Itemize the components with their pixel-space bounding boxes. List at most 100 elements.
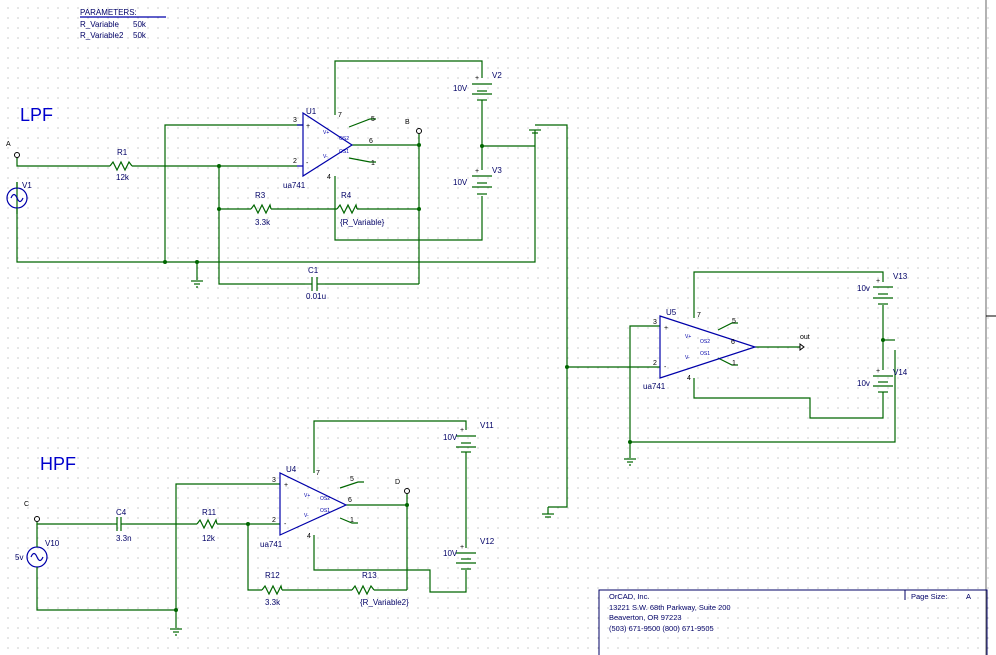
svg-text:6: 6	[369, 138, 373, 145]
part-value: 0.01u	[306, 292, 326, 301]
part-ref: U5	[666, 308, 677, 317]
net-marker-out[interactable]: out	[799, 334, 810, 351]
part-value: 10V	[453, 178, 468, 187]
part-value: 12k	[116, 173, 130, 182]
ground-symbol	[624, 458, 636, 466]
dc-source-v14[interactable]: + V14 10v	[857, 368, 908, 393]
svg-text:-: -	[306, 160, 309, 167]
title-address2: Beaverton, OR 97223	[609, 613, 682, 622]
title-phone: (503) 671-9500 (800) 671-9505	[609, 624, 714, 633]
part-ref: R12	[265, 571, 280, 580]
part-value: 3.3k	[265, 598, 281, 607]
opamp-u4[interactable]: U4 ua741 3 2 7 4 5 6 1 + - V+ V- OS2 OS1	[260, 465, 354, 549]
page-size-value: A	[966, 592, 971, 601]
part-ref: V1	[22, 181, 32, 190]
page-size-label: Page Size:	[911, 592, 947, 601]
resistor-r12[interactable]: R12 3.3k	[261, 571, 283, 607]
resistor-r3[interactable]: R3 3.3k	[250, 191, 272, 227]
svg-text:OS2: OS2	[339, 136, 349, 142]
opamp-u1[interactable]: U1 ua741 3 2 7 4 5 6 1 + - V+ V- OS2 OS1	[283, 107, 375, 190]
dc-source-v11[interactable]: + V11 10V	[443, 421, 494, 453]
capacitor-c1[interactable]: C1 0.01u	[305, 266, 326, 301]
part-ref: U4	[286, 465, 297, 474]
part-value: 10V	[453, 84, 468, 93]
param-name: R_Variable	[80, 20, 120, 29]
part-ref: V11	[480, 421, 494, 430]
title-block: OrCAD, Inc. 13221 S.W. 68th Parkway, Sui…	[598, 589, 988, 655]
lpf-wires	[16, 60, 568, 508]
part-value: 10V	[443, 433, 458, 442]
part-ref: R4	[341, 191, 352, 200]
svg-text:+: +	[284, 482, 288, 489]
dc-source-v3[interactable]: + V3 10V	[453, 166, 502, 195]
ac-source-v1[interactable]: V1	[6, 181, 32, 214]
ground-symbol	[191, 280, 203, 288]
svg-text:2: 2	[272, 517, 276, 524]
resistor-r4[interactable]: R4 {R_Variable}	[336, 191, 385, 227]
svg-text:1: 1	[350, 517, 354, 524]
capacitor-c4[interactable]: C4 3.3n	[112, 508, 132, 543]
svg-text:OS1: OS1	[320, 508, 330, 514]
svg-text:V+: V+	[685, 334, 691, 340]
net-marker-b[interactable]: B	[405, 119, 422, 134]
svg-text:V-: V-	[685, 355, 690, 361]
dc-source-v2[interactable]: + V2 10V	[453, 71, 502, 101]
part-value: 3.3k	[255, 218, 271, 227]
resistor-r13[interactable]: R13 {R_Variable2}	[351, 571, 409, 607]
plus-sign: +	[876, 368, 880, 375]
param-name: R_Variable2	[80, 31, 124, 40]
svg-text:3: 3	[653, 319, 657, 326]
parameters-block[interactable]: PARAMETERS: R_Variable 50k R_Variable2 5…	[80, 8, 166, 40]
svg-text:2: 2	[653, 360, 657, 367]
part-ref: V2	[492, 71, 502, 80]
part-ref: U1	[306, 107, 317, 116]
part-ref: C1	[308, 266, 319, 275]
dc-source-v13[interactable]: + V13 10v	[857, 272, 908, 305]
plus-sign: +	[475, 168, 479, 175]
ground-symbol	[542, 507, 554, 518]
opamp-u5[interactable]: U5 ua741 3 2 7 4 5 6 1 + - V+ V- OS2 OS1	[643, 308, 757, 391]
part-ref: V12	[480, 537, 495, 546]
part-value: 5v	[15, 553, 23, 562]
part-model: ua741	[283, 181, 306, 190]
svg-text:4: 4	[327, 174, 331, 181]
svg-text:OS1: OS1	[700, 351, 710, 357]
svg-text:+: +	[664, 325, 668, 332]
part-ref: R11	[202, 508, 217, 517]
svg-text:A: A	[6, 141, 11, 148]
net-marker-c[interactable]: C	[24, 501, 40, 522]
svg-text:OS1: OS1	[339, 149, 349, 155]
param-value: 50k	[133, 31, 147, 40]
svg-text:4: 4	[307, 533, 311, 540]
svg-text:B: B	[405, 119, 410, 126]
svg-text:-: -	[664, 364, 667, 371]
plus-sign: +	[475, 75, 479, 82]
svg-text:6: 6	[348, 497, 352, 504]
dc-source-v12[interactable]: + V12 10V	[443, 537, 495, 570]
parameters-title: PARAMETERS:	[80, 8, 137, 17]
hpf-wires	[36, 420, 467, 628]
part-value: 10v	[857, 379, 870, 388]
resistor-r11[interactable]: R11 12k	[196, 508, 218, 543]
net-marker-d[interactable]: D	[395, 479, 410, 494]
title-address1: 13221 S.W. 68th Parkway, Suite 200	[609, 603, 731, 612]
net-marker-a[interactable]: A	[6, 141, 20, 158]
ac-source-v10[interactable]: V10 5v	[15, 524, 60, 572]
svg-text:-: -	[284, 521, 287, 528]
svg-text:V+: V+	[304, 493, 310, 499]
svg-text:4: 4	[687, 375, 691, 382]
svg-text:3: 3	[272, 477, 276, 484]
title-company: OrCAD, Inc.	[609, 592, 649, 601]
svg-text:7: 7	[697, 312, 701, 319]
part-ref: V3	[492, 166, 502, 175]
resistor-r1[interactable]: R1 12k	[109, 148, 133, 182]
svg-text:V+: V+	[323, 130, 329, 136]
param-value: 50k	[133, 20, 147, 29]
svg-text:out: out	[800, 334, 810, 341]
mixer-wires	[567, 271, 896, 458]
part-model: ua741	[643, 382, 666, 391]
ground-symbol	[529, 129, 541, 146]
part-ref: V10	[45, 539, 60, 548]
